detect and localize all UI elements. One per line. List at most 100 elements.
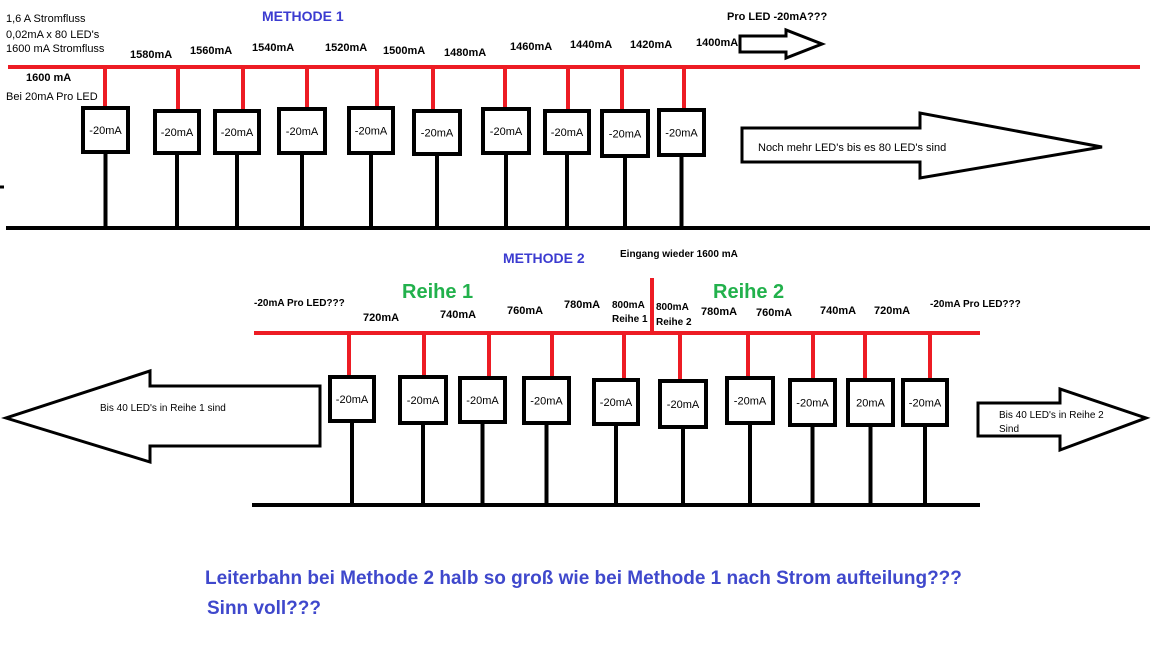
led-box [592, 378, 640, 426]
method1-current-labels: 1580mA 1560mA 1540mA 1520mA 1500mA 1480m… [130, 37, 738, 61]
m2-row1-current-3: 760mA [507, 305, 543, 317]
method1-info-line-2: 0,02mA x 80 LED's [6, 29, 100, 41]
led-box [277, 107, 327, 155]
method1-small-arrow [738, 27, 827, 61]
led-box [725, 376, 775, 425]
method2-led-1: -20mA [328, 333, 376, 505]
led-box [600, 109, 650, 158]
led-current-label: -20mA [530, 396, 563, 408]
led-current-label: -20mA [336, 394, 369, 406]
led-current-label: -20mA [609, 129, 642, 141]
method2-led-2: -20mA [398, 333, 448, 505]
led-box [213, 109, 261, 155]
led-current-label: -20mA [734, 396, 767, 408]
m2-row2-current-3: 740mA [820, 305, 856, 317]
row2-per-led-note: -20mA Pro LED??? [930, 299, 1021, 310]
method2-current-labels: 720mA 740mA 760mA 780mA 800mA Reihe 1 80… [363, 299, 910, 328]
method2-led-10: -20mA [901, 333, 949, 505]
led-box [901, 378, 949, 427]
method1-led-4: -20mA [277, 67, 327, 228]
method2-led-6: -20mA [658, 333, 708, 505]
led-current-label: -20mA [407, 395, 440, 407]
m2-row2-split-2: Reihe 2 [656, 317, 692, 328]
method1-led-8: -20mA [543, 67, 591, 228]
method1-start-current: 1600 mA [26, 72, 71, 84]
led-current-label: -20mA [551, 127, 584, 139]
method1-large-arrow [740, 111, 1103, 180]
row2-arrow-text-1: Bis 40 LED's in Reihe 2 [999, 410, 1104, 421]
method1-led-5: -20mA [347, 67, 395, 228]
question-line-2: Sinn voll??? [207, 598, 321, 619]
led-box [522, 376, 571, 425]
m2-row2-current-2: 760mA [756, 307, 792, 319]
led-current-label: -20mA [667, 399, 700, 411]
method2-led-9: 20mA [846, 333, 895, 505]
m1-current-10: 1400mA [696, 37, 738, 49]
method2-led-8: -20mA [788, 333, 837, 505]
row1-arrow-text: Bis 40 LED's in Reihe 1 sind [100, 403, 226, 414]
method2-entry-note: Eingang wieder 1600 mA [620, 249, 738, 260]
led-box [543, 109, 591, 155]
m1-current-7: 1460mA [510, 41, 552, 53]
m1-current-6: 1480mA [444, 47, 486, 59]
led-current-label: -20mA [221, 127, 254, 139]
led-box [658, 379, 708, 429]
method1-led-chain: -20mA -20mA -20mA -20mA -20mA -20mA -20mA -20mA… [81, 67, 706, 228]
led-current-label: -20mA [421, 128, 454, 140]
question-line-1: Leiterbahn bei Methode 2 halb so groß wi… [205, 568, 962, 589]
method1-led-7: -20mA [481, 67, 531, 228]
led-box [458, 376, 507, 424]
led-box [846, 378, 895, 427]
row1-per-led-note: -20mA Pro LED??? [254, 298, 345, 309]
led-current-label: -20mA [466, 395, 499, 407]
m1-current-4: 1520mA [325, 42, 367, 54]
m1-current-5: 1500mA [383, 45, 425, 57]
m1-current-3: 1540mA [252, 42, 294, 54]
method1-per-led-note: Bei 20mA Pro LED [6, 91, 98, 103]
led-current-label: -20mA [89, 125, 122, 137]
led-box [153, 109, 201, 155]
row2-title: Reihe 2 [713, 281, 784, 303]
row2-arrow-text-2: Sind [999, 424, 1019, 435]
row1-large-arrow [1, 368, 322, 465]
led-box [788, 378, 837, 427]
method2-led-4: -20mA [522, 333, 571, 505]
method2-led-chain: -20mA -20mA -20mA -20mA -20mA -20mA -20mA -20mA… [328, 333, 949, 505]
row1-title: Reihe 1 [402, 281, 473, 303]
led-box [81, 106, 130, 154]
led-current-label: -20mA [665, 128, 698, 140]
m2-row2-current-4: 720mA [874, 305, 910, 317]
led-current-label: -20mA [796, 398, 829, 410]
m1-current-1: 1580mA [130, 49, 172, 61]
m2-row1-split-2: Reihe 1 [612, 314, 648, 325]
m2-row1-split-1: 800mA [612, 300, 645, 311]
led-box [481, 107, 531, 155]
method2-title: METHODE 2 [503, 250, 585, 266]
led-current-label: -20mA [355, 126, 388, 138]
led-box [328, 375, 376, 423]
led-box [657, 108, 706, 157]
method1-end-note: Pro LED -20mA??? [727, 11, 828, 23]
method2-led-5: -20mA [592, 333, 640, 505]
m1-current-8: 1440mA [570, 39, 612, 51]
led-box [412, 109, 462, 156]
method1-arrow-text: Noch mehr LED's bis es 80 LED's sind [758, 142, 946, 154]
led-current-label: -20mA [600, 397, 633, 409]
method1-info-line-1: 1,6 A Stromfluss [6, 13, 86, 25]
method2-led-3: -20mA [458, 333, 507, 505]
method1-title: METHODE 1 [262, 8, 344, 24]
led-box [347, 106, 395, 155]
led-box [398, 375, 448, 425]
led-current-label: -20mA [286, 126, 319, 138]
led-current-label: -20mA [909, 398, 942, 410]
method1-led-9: -20mA [600, 67, 650, 228]
method1-led-6: -20mA [412, 67, 462, 228]
m1-current-2: 1560mA [190, 45, 232, 57]
m2-row1-current-2: 740mA [440, 309, 476, 321]
led-current-label: -20mA [490, 126, 523, 138]
m2-row1-current-4: 780mA [564, 299, 600, 311]
m1-current-9: 1420mA [630, 39, 672, 51]
method1-led-1: -20mA [81, 67, 130, 228]
m2-row2-current-1: 780mA [701, 306, 737, 318]
